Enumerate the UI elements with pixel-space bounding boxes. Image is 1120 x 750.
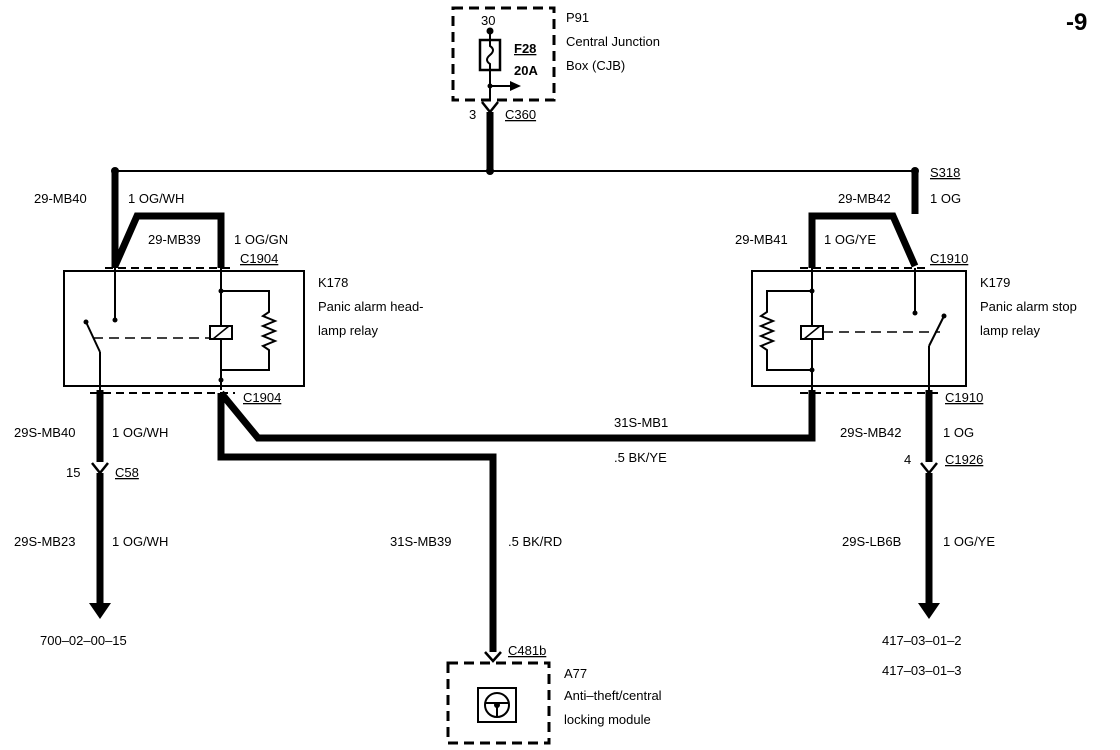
wire-left-bridge (111, 212, 225, 268)
fuse-box-name-line2: Box (CJB) (566, 58, 625, 73)
relay-k179-resistor (758, 290, 812, 371)
fuse-box-outline (451, 6, 556, 102)
connector-c1904-top: C1904 (240, 251, 278, 266)
relay-k179-box (751, 270, 967, 387)
arrow-left-bottom (89, 603, 111, 619)
module-a77-ref: A77 (564, 666, 587, 681)
connector-c1910-bottom: C1910 (945, 390, 983, 405)
wire-center-color: .5 BK/RD (508, 534, 562, 549)
fuse-box-pin: 30 (481, 13, 495, 28)
fuse-rating: 20A (514, 63, 538, 78)
wire-left-bottom-color: 1 OG/WH (112, 534, 168, 549)
wire-left-out-color: 1 OG/WH (112, 425, 168, 440)
fuse-box-ref: P91 (566, 10, 589, 25)
wire-right-inner-color: 1 OG/YE (824, 232, 876, 247)
relay-k178-line1: Panic alarm head- (318, 299, 424, 314)
relay-k178-line2: lamp relay (318, 323, 378, 338)
connector-c1926-symbol (920, 462, 938, 476)
wire-right-bottom-circuit: 29S-LB6B (842, 534, 901, 549)
connector-c58-symbol (91, 462, 109, 476)
connector-c1904-bottom: C1904 (243, 390, 281, 405)
wire-mid-color: .5 BK/YE (614, 450, 667, 465)
connector-c58-label: C58 (115, 465, 139, 480)
wire-mid-circuit: 31S-MB1 (614, 415, 668, 430)
fuse-box-name-line1: Central Junction (566, 34, 660, 49)
relay-k178-ref: K178 (318, 275, 348, 290)
wire-left-inner-circuit: 29-MB39 (148, 232, 201, 247)
relay-k179-switch (928, 315, 945, 347)
ref-right-1: 417–03–01–2 (882, 633, 962, 648)
wire-left-bottom-circuit: 29S-MB23 (14, 534, 75, 549)
wire-left-out-circuit: 29S-MB40 (14, 425, 75, 440)
arrow-right-bottom (918, 603, 940, 619)
connector-c1926-label: C1926 (945, 452, 983, 467)
bus-dot-center (486, 167, 494, 175)
connector-c1926-pin: 4 (904, 452, 911, 467)
wire-mid-31s-mb1 (218, 390, 816, 442)
fuse-element (486, 40, 494, 70)
connector-c1910-top: C1910 (930, 251, 968, 266)
fuse-id: F28 (514, 41, 536, 56)
wire-center-circuit: 31S-MB39 (390, 534, 451, 549)
wire-right-out-circuit: 29S-MB42 (840, 425, 901, 440)
ref-right-2: 417–03–01–3 (882, 663, 962, 678)
relay-k178-switch (85, 321, 101, 353)
wire-left-top-circuit: 29-MB40 (34, 191, 87, 206)
connector-c360-label: C360 (505, 107, 536, 122)
module-a77-outline (446, 661, 551, 745)
module-a77-line1: Anti–theft/central (564, 688, 662, 703)
wire-right-inner-circuit: 29-MB41 (735, 232, 788, 247)
relay-k178-resistor (221, 290, 278, 371)
wire-left-top-color: 1 OG/WH (128, 191, 184, 206)
wire-right-top-circuit: 29-MB42 (838, 191, 891, 206)
connector-c360-pin: 3 (469, 107, 476, 122)
splice-s318: S318 (930, 165, 960, 180)
fuse-arrow-head (510, 81, 521, 91)
relay-k179-line2: lamp relay (980, 323, 1040, 338)
wire-left-inner-color: 1 OG/GN (234, 232, 288, 247)
page-number: -9 (1066, 9, 1087, 36)
wire-right-bottom-color: 1 OG/YE (943, 534, 995, 549)
wire-center-31s-mb39 (217, 393, 497, 652)
relay-k178-box (63, 270, 305, 387)
connector-c481b-label: C481b (508, 643, 546, 658)
wire-right-top-color: 1 OG (930, 191, 961, 206)
ref-left: 700–02–00–15 (40, 633, 127, 648)
connector-c360-symbol (481, 101, 499, 115)
relay-k179-line1: Panic alarm stop (980, 299, 1077, 314)
relay-k179-ref: K179 (980, 275, 1010, 290)
module-a77-line2: locking module (564, 712, 651, 727)
wire-right-out-color: 1 OG (943, 425, 974, 440)
module-a77-icon-frame (477, 687, 517, 723)
connector-c58-pin: 15 (66, 465, 80, 480)
wire-right-bridge (808, 212, 919, 268)
connector-c481b-symbol (484, 651, 502, 663)
